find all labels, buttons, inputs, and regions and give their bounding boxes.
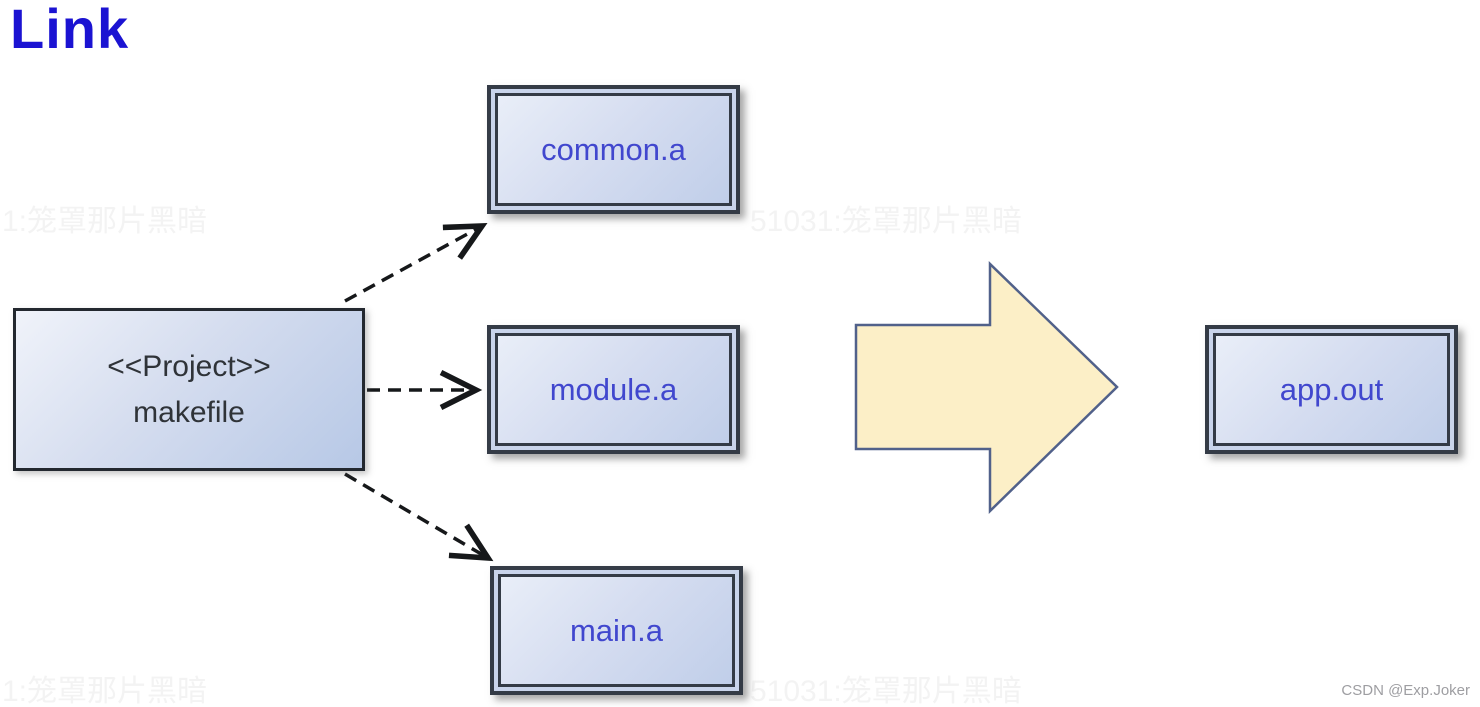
- artifact-label: main.a: [569, 612, 664, 648]
- output-box-app-out-inner: app.out: [1213, 333, 1450, 446]
- dashed-connector-to-common: [344, 222, 488, 303]
- artifact-box-common-inner: common.a: [495, 93, 732, 206]
- project-stereotype: <<Project>>: [107, 349, 271, 383]
- artifact-box-main: main.a: [490, 566, 743, 695]
- artifact-box-module-inner: module.a: [495, 333, 732, 446]
- page-title: Link: [10, 0, 130, 60]
- output-box-app-out: app.out: [1205, 325, 1458, 454]
- project-name: makefile: [133, 395, 245, 429]
- output-label: app.out: [1279, 371, 1384, 407]
- project-makefile-box: <<Project>> makefile: [13, 308, 365, 471]
- dashed-connector-to-main: [344, 472, 494, 562]
- artifact-box-common: common.a: [487, 85, 740, 214]
- artifact-label: module.a: [549, 371, 678, 407]
- artifact-label: common.a: [541, 131, 686, 167]
- artifact-box-module: module.a: [487, 325, 740, 454]
- artifact-box-main-inner: main.a: [498, 574, 735, 687]
- block-arrow-right: [854, 261, 1119, 514]
- csdn-credit-watermark: CSDN @Exp.Joker: [1341, 682, 1470, 699]
